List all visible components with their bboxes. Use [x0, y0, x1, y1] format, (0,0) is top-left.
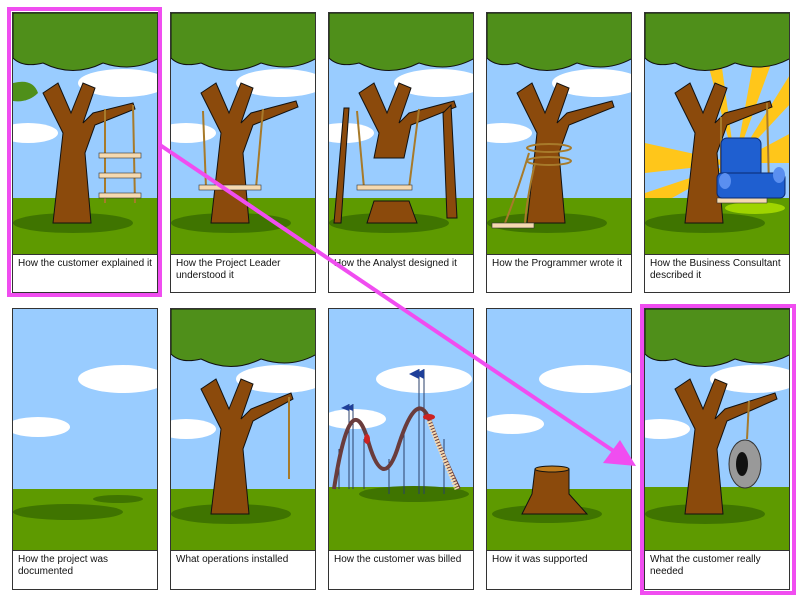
panel-caption: How the customer was billed — [334, 554, 462, 565]
panel-customer-billed: How the customer was billed — [328, 308, 474, 590]
scene-empty-field — [13, 309, 157, 551]
panel-project-documented: How the project was documented — [12, 308, 158, 590]
panel-programmer-wrote: How the Programmer wrote it — [486, 12, 632, 293]
panel-supported: How it was supported — [486, 308, 632, 590]
panel-business-consultant-described: How the Business Consultant described it — [644, 12, 790, 293]
scene-rope-tied-around-trunk — [487, 13, 631, 255]
panel-customer-explained: How the customer explained it — [12, 12, 158, 293]
panel-caption: How the project was documented — [18, 554, 109, 577]
panel-operations-installed: What operations installed — [170, 308, 316, 590]
scene-rope-only — [171, 309, 315, 551]
panel-caption: How it was supported — [492, 554, 588, 565]
panel-caption: How the Project Leader understood it — [176, 258, 281, 281]
scene-roller-coaster — [329, 309, 473, 551]
scene-tire-swing — [645, 309, 789, 551]
panel-caption: How the customer explained it — [18, 258, 152, 269]
panel-customer-really-needed: What the customer really needed — [644, 308, 790, 590]
scene-swing-through-trunk — [171, 13, 315, 255]
scene-cut-trunk-propped-swing — [329, 13, 473, 255]
panel-caption: What operations installed — [176, 554, 289, 565]
panel-project-leader-understood: How the Project Leader understood it — [170, 12, 316, 293]
scene-three-tier-swing — [13, 13, 157, 255]
scene-armchair-swing-sunburst — [645, 13, 789, 255]
panel-analyst-designed: How the Analyst designed it — [328, 12, 474, 293]
panel-caption: How the Programmer wrote it — [492, 258, 623, 269]
panel-caption: How the Analyst designed it — [334, 258, 457, 269]
panel-caption: How the Business Consultant described it — [650, 258, 781, 281]
scene-tree-stump — [487, 309, 631, 551]
panel-caption: What the customer really needed — [650, 554, 761, 577]
